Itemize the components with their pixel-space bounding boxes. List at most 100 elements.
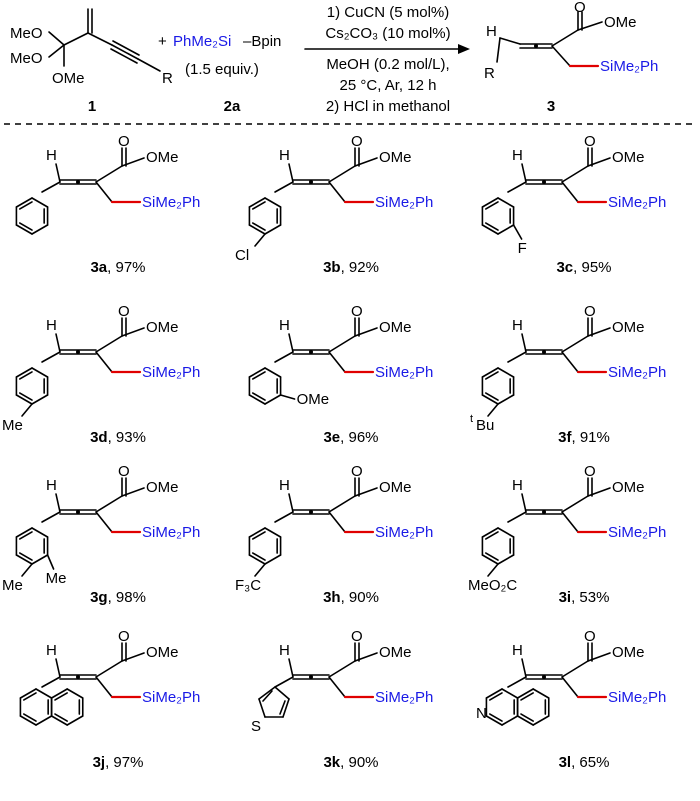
silyl-group-label: PhMe₂Si: [173, 33, 231, 50]
yield-value: , 90%: [340, 754, 378, 771]
yield-value: , 97%: [107, 259, 145, 276]
para-substituent-label: Me: [2, 417, 23, 434]
allene-h-label: H: [46, 317, 57, 334]
allene-h-label: H: [46, 642, 57, 659]
methoxy-label-3: OMe: [52, 70, 85, 87]
silyl-group-label: SiMe₂Ph: [142, 689, 200, 706]
silyl-group-label: SiMe₂Ph: [142, 364, 200, 381]
boryl-group-label: –Bpin: [243, 33, 281, 50]
yield-value: , 95%: [573, 259, 611, 276]
tert-superscript: t: [470, 413, 473, 425]
compound-id: 3d: [90, 429, 108, 446]
yield-value: , 93%: [108, 429, 146, 446]
allene-h-label: H: [512, 317, 523, 334]
ester-ome-label: OMe: [612, 644, 645, 661]
compound-id: 3k: [323, 754, 340, 771]
compound-id: 3l: [559, 754, 572, 771]
silyl-group-label: SiMe₂Ph: [608, 689, 666, 706]
carbonyl-o-label: O: [118, 133, 130, 150]
allene-h-label: H: [279, 642, 290, 659]
ester-ome-label: OMe: [146, 479, 179, 496]
allene-h-label: H: [279, 317, 290, 334]
carbonyl-o-label: O: [351, 133, 363, 150]
compound-id: 3e: [323, 429, 340, 446]
ester-ome-label: OMe: [146, 319, 179, 336]
silyl-group-label: SiMe₂Ph: [142, 524, 200, 541]
yield-label: 3g, 98%: [90, 589, 146, 606]
compound-id: 3b: [323, 259, 341, 276]
carbonyl-o-label: O: [584, 463, 596, 480]
reagent-2a: PhMe₂Si –Bpin (1.5 equiv.) 2a: [173, 33, 281, 115]
yield-label: 3h, 90%: [323, 589, 379, 606]
allene-h-label: H: [279, 147, 290, 164]
yield-label: 3l, 65%: [559, 754, 610, 771]
compound-label-2a: 2a: [224, 98, 241, 115]
ester-ome-label: OMe: [612, 479, 645, 496]
allene-h-label: H: [46, 477, 57, 494]
compound-id: 3a: [90, 259, 107, 276]
carbonyl-o-label: O: [118, 463, 130, 480]
allene-h-label: H: [46, 147, 57, 164]
condition-line-4: 25 °C, Ar, 12 h: [340, 77, 437, 94]
yield-label: 3b, 92%: [323, 259, 379, 276]
compound-label-3: 3: [547, 98, 555, 115]
yield-value: , 96%: [340, 429, 378, 446]
para-methyl-label: Me: [2, 577, 23, 594]
silyl-group-label: SiMe₂Ph: [375, 689, 433, 706]
ester-ome-label: OMe: [379, 644, 412, 661]
condition-line-2: Cs₂CO₃ (10 mol%): [325, 25, 450, 42]
ester-ome-label: OMe: [612, 149, 645, 166]
yield-value: , 97%: [105, 754, 143, 771]
product-carbonyl-o: O: [574, 0, 586, 16]
yield-value: , 53%: [571, 589, 609, 606]
compound-id: 3j: [93, 754, 106, 771]
yield-label: 3k, 90%: [323, 754, 378, 771]
r-group-label: R: [162, 70, 173, 87]
ester-ome-label: OMe: [379, 149, 412, 166]
silyl-group-label: SiMe₂Ph: [375, 364, 433, 381]
para-substituent-label: MeO₂C: [468, 577, 517, 594]
yield-value: , 90%: [341, 589, 379, 606]
yield-value: , 92%: [341, 259, 379, 276]
tert-butyl-label: Bu: [476, 417, 494, 434]
silyl-group-label: SiMe₂Ph: [608, 524, 666, 541]
condition-line-1: 1) CuCN (5 mol%): [327, 4, 450, 21]
yield-label: 3e, 96%: [323, 429, 378, 446]
product-r-label: R: [484, 65, 495, 82]
product-silyl-label: SiMe₂Ph: [600, 58, 658, 75]
yield-label: 3f, 91%: [558, 429, 610, 446]
carbonyl-o-label: O: [351, 628, 363, 645]
silyl-group-label: SiMe₂Ph: [608, 194, 666, 211]
compound-id: 3g: [90, 589, 108, 606]
compound-label-1: 1: [88, 98, 96, 115]
carbonyl-o-label: O: [118, 628, 130, 645]
compound-id: 3h: [323, 589, 341, 606]
para-substituent-label: Cl: [235, 247, 249, 264]
yield-value: , 91%: [571, 429, 609, 446]
yield-value: , 65%: [571, 754, 609, 771]
carbonyl-o-label: O: [351, 463, 363, 480]
silyl-group-label: SiMe₂Ph: [375, 194, 433, 211]
yield-label: 3i, 53%: [559, 589, 610, 606]
carbonyl-o-label: O: [584, 133, 596, 150]
yield-label: 3c, 95%: [556, 259, 611, 276]
silyl-group-label: SiMe₂Ph: [375, 524, 433, 541]
product-h-label: H: [486, 23, 497, 40]
reaction-arrow: 1) CuCN (5 mol%) Cs₂CO₃ (10 mol%) MeOH (…: [304, 4, 470, 115]
allene-h-label: H: [512, 642, 523, 659]
product-3-general: H R O OMe SiMe₂Ph 3: [484, 0, 658, 115]
yield-label: 3d, 93%: [90, 429, 146, 446]
ester-ome-label: OMe: [379, 319, 412, 336]
compound-id: 3c: [556, 259, 573, 276]
carbonyl-o-label: O: [584, 303, 596, 320]
ortho-methoxy-label: OMe: [297, 391, 330, 408]
condition-line-3: MeOH (0.2 mol/L),: [326, 56, 449, 73]
